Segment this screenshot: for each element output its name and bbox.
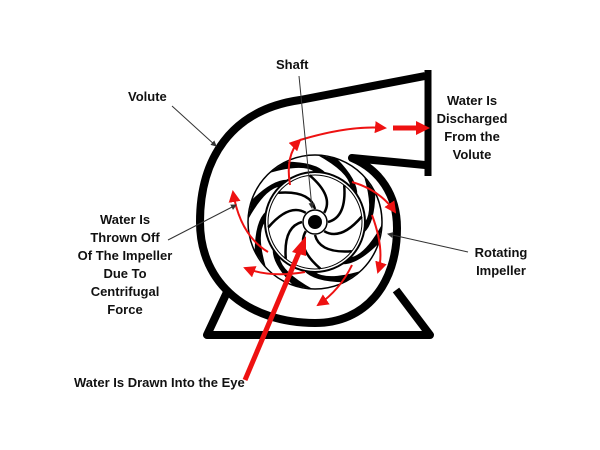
- outer-blade: [363, 176, 376, 233]
- impeller: [247, 154, 383, 290]
- label-shaft: Shaft: [276, 57, 309, 72]
- label-line: Volute: [452, 147, 492, 162]
- label-line: Due To: [103, 266, 147, 281]
- label-line: Of The Impeller: [77, 248, 173, 263]
- inner-vane: [267, 208, 307, 229]
- label-line: Water Is: [446, 93, 498, 108]
- label-line: Rotating: [474, 245, 528, 260]
- inner-vane: [308, 174, 329, 214]
- label-line: Discharged: [436, 111, 508, 126]
- label-volute: Volute: [128, 89, 167, 104]
- outer-blade: [248, 179, 289, 220]
- label-line: Thrown Off: [90, 230, 160, 245]
- shaft: [308, 215, 322, 229]
- outer-blade: [272, 248, 313, 289]
- inner-vane: [284, 220, 303, 259]
- label-line: From the: [444, 129, 500, 144]
- inner-vane: [313, 234, 352, 253]
- flow-arrows: [228, 121, 397, 307]
- outer-blade: [269, 161, 326, 174]
- leader-lines: [167, 75, 469, 253]
- label-eye: Water Is Drawn Into the Eye: [74, 375, 245, 390]
- label-discharge: Water Is Discharged From the Volute: [430, 92, 514, 164]
- pump-base: [203, 287, 434, 339]
- label-line: Water Is: [99, 212, 151, 227]
- inflow-arrow: [242, 249, 303, 381]
- label-rotating-impeller: Rotating Impeller: [466, 244, 536, 280]
- outer-blade: [304, 270, 361, 283]
- outer-blade: [254, 211, 267, 268]
- label-line: Centrifugal: [90, 284, 160, 299]
- label-thrown-off: Water Is Thrown Off Of The Impeller Due …: [70, 211, 180, 319]
- inner-vane: [327, 185, 346, 224]
- outer-blade: [317, 155, 358, 196]
- label-line: Impeller: [476, 263, 526, 278]
- label-line: Force: [107, 302, 143, 317]
- outer-blade: [341, 224, 382, 265]
- inner-vane: [323, 215, 363, 236]
